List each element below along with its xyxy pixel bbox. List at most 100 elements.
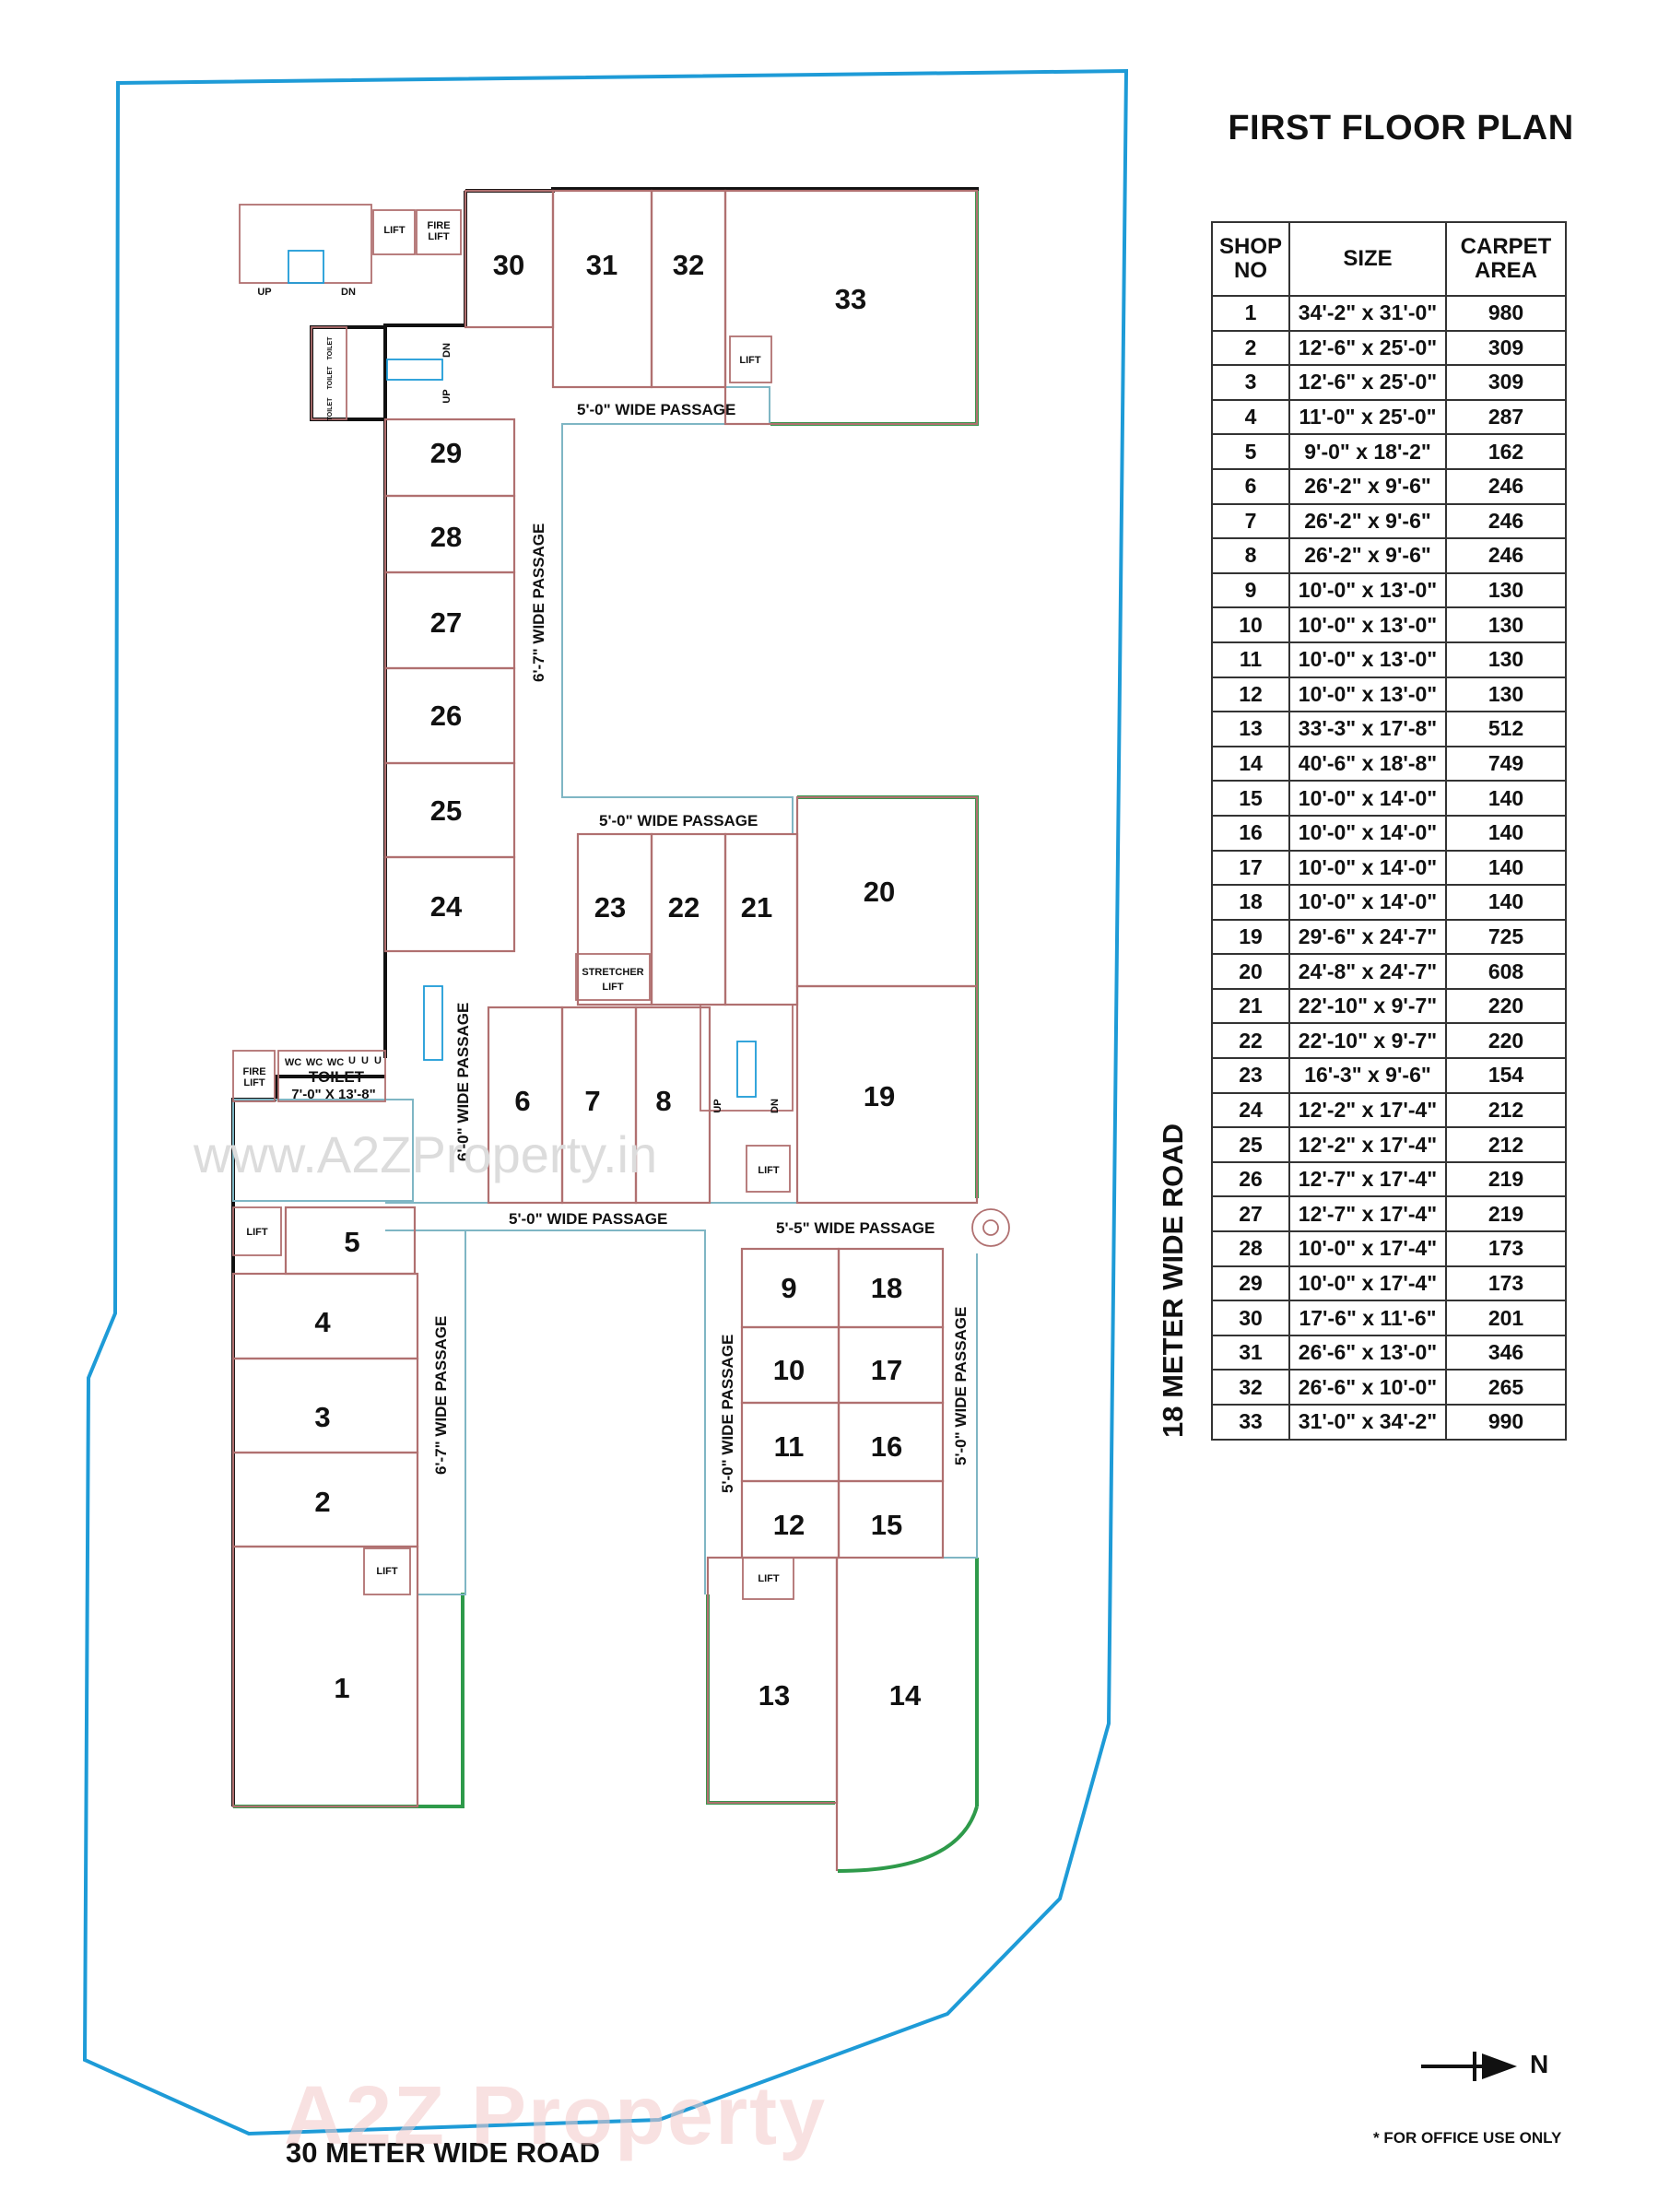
passage-label-lower-left: 5'-0" WIDE PASSAGE — [509, 1210, 667, 1228]
shop-no-cell: 18 — [1211, 884, 1290, 921]
carpet-area-cell: 201 — [1445, 1300, 1567, 1336]
fire-lift-label-top-2: LIFT — [428, 231, 449, 242]
north-label: N — [1530, 2050, 1549, 2078]
shop-label-9: 9 — [781, 1272, 796, 1304]
shop-no-cell: 3 — [1211, 364, 1290, 401]
north-arrow-icon — [1421, 2052, 1517, 2081]
size-cell: 12'-7" x 17'-4" — [1288, 1160, 1447, 1198]
shop-no-cell: 20 — [1211, 953, 1290, 990]
shop-label-31: 31 — [586, 249, 617, 281]
shop-label-20: 20 — [864, 876, 895, 908]
shop-label-14: 14 — [889, 1679, 922, 1712]
shop-no-cell: 32 — [1211, 1369, 1290, 1406]
shop-label-13: 13 — [758, 1679, 790, 1712]
passage-label-vertical-mid: 6'-0" WIDE PASSAGE — [454, 1003, 472, 1161]
shop-no-cell: 5 — [1211, 433, 1290, 470]
shop-label-29: 29 — [430, 437, 462, 469]
header-shop-line2: NO — [1234, 258, 1267, 283]
shop-no-cell: 21 — [1211, 987, 1290, 1025]
shop-no-cell: 23 — [1211, 1057, 1290, 1094]
shop-no-cell: 29 — [1211, 1265, 1290, 1302]
size-cell: 10'-0" x 14'-0" — [1288, 849, 1447, 887]
shop-label-30: 30 — [493, 249, 524, 281]
office-use-note: * FOR OFFICE USE ONLY — [1373, 2129, 1562, 2147]
shop-no-cell: 28 — [1211, 1230, 1290, 1267]
lift-label-5: LIFT — [246, 1227, 267, 1238]
shop-no-cell: 17 — [1211, 849, 1290, 887]
fire-lift-label-left-2: LIFT — [243, 1077, 265, 1088]
outer-walls — [231, 187, 979, 1806]
shop-label-26: 26 — [430, 700, 462, 732]
carpet-area-cell: 154 — [1445, 1057, 1567, 1094]
page-title: FIRST FLOOR PLAN — [1228, 109, 1574, 147]
shop-no-cell: 10 — [1211, 606, 1290, 643]
small-toilet-label-1: TOILET — [327, 336, 334, 359]
size-cell: 34'-2" x 31'-0" — [1288, 295, 1447, 332]
header-carpet-area: CARPET AREA — [1445, 221, 1567, 297]
shop-no-cell: 4 — [1211, 398, 1290, 436]
carpet-area-cell: 725 — [1445, 918, 1567, 956]
size-cell: 26'-2" x 9'-6" — [1288, 467, 1447, 505]
open-edges — [233, 191, 979, 1873]
carpet-area-cell: 309 — [1445, 329, 1567, 367]
shop-label-25: 25 — [430, 794, 462, 827]
passage-label-vertical-right: 5'-0" WIDE PASSAGE — [952, 1307, 970, 1465]
carpet-area-cell: 512 — [1445, 711, 1567, 747]
carpet-area-cell: 980 — [1445, 295, 1567, 332]
urinal-label-2: U — [361, 1055, 369, 1066]
size-cell: 10'-0" x 14'-0" — [1288, 884, 1447, 921]
carpet-area-cell: 130 — [1445, 676, 1567, 713]
shop-label-12: 12 — [773, 1509, 805, 1541]
shop-no-cell: 14 — [1211, 745, 1290, 782]
carpet-area-cell: 990 — [1445, 1404, 1567, 1441]
shop-label-2: 2 — [314, 1486, 330, 1518]
carpet-area-cell: 173 — [1445, 1230, 1567, 1267]
lift-label-top: LIFT — [383, 225, 405, 236]
shop-no-cell: 30 — [1211, 1300, 1290, 1336]
stair-dn-label-mid: DN — [770, 1099, 781, 1113]
shop-no-cell: 8 — [1211, 537, 1290, 574]
carpet-area-cell: 220 — [1445, 1022, 1567, 1060]
shop-label-22: 22 — [668, 891, 700, 924]
carpet-area-cell: 346 — [1445, 1334, 1567, 1371]
service-blocks — [232, 204, 1010, 1600]
size-cell: 10'-0" x 13'-0" — [1288, 676, 1447, 713]
dn-label-top: DN — [341, 287, 356, 298]
carpet-area-cell: 130 — [1445, 641, 1567, 678]
stretcher-lift-label: LIFT — [602, 982, 623, 993]
shop-no-cell: 27 — [1211, 1195, 1290, 1233]
size-cell: 10'-0" x 14'-0" — [1288, 780, 1447, 817]
table-header-row: SHOP NO SIZE CARPET AREA — [1211, 221, 1567, 297]
carpet-area-cell: 220 — [1445, 987, 1567, 1025]
shop-label-8: 8 — [655, 1085, 671, 1117]
lift-label-1: LIFT — [376, 1566, 397, 1577]
wc-label-2: WC — [306, 1057, 323, 1068]
carpet-area-cell: 246 — [1445, 502, 1567, 540]
carpet-area-cell: 140 — [1445, 780, 1567, 817]
shop-no-cell: 6 — [1211, 467, 1290, 505]
urinal-label-3: U — [374, 1055, 382, 1066]
carpet-area-cell: 212 — [1445, 1091, 1567, 1129]
shop-no-cell: 19 — [1211, 918, 1290, 956]
carpet-area-cell: 219 — [1445, 1160, 1567, 1198]
shop-label-28: 28 — [430, 521, 462, 553]
shop-no-cell: 12 — [1211, 676, 1290, 713]
shop-no-cell: 11 — [1211, 641, 1290, 678]
shop-label-5: 5 — [344, 1226, 359, 1258]
